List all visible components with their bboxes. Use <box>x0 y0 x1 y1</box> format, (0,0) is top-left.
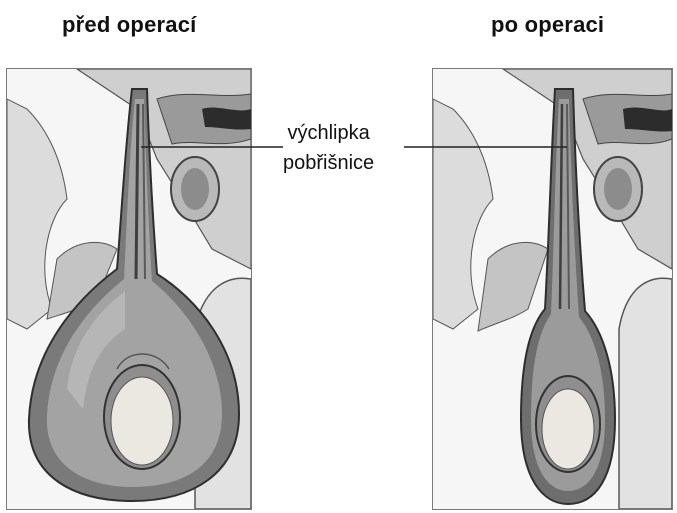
after-anatomy-drawing <box>433 69 672 509</box>
callout-line-2: pobřišnice <box>283 148 374 178</box>
callout-line-1: výchlipka <box>283 118 374 148</box>
peritoneal-pouch-label: výchlipka pobřišnice <box>283 118 374 178</box>
before-surgery-title: před operací <box>62 12 196 38</box>
after-surgery-illustration <box>432 68 673 510</box>
before-surgery-illustration <box>6 68 252 510</box>
after-surgery-title: po operaci <box>491 12 604 38</box>
before-anatomy-drawing <box>7 69 251 509</box>
